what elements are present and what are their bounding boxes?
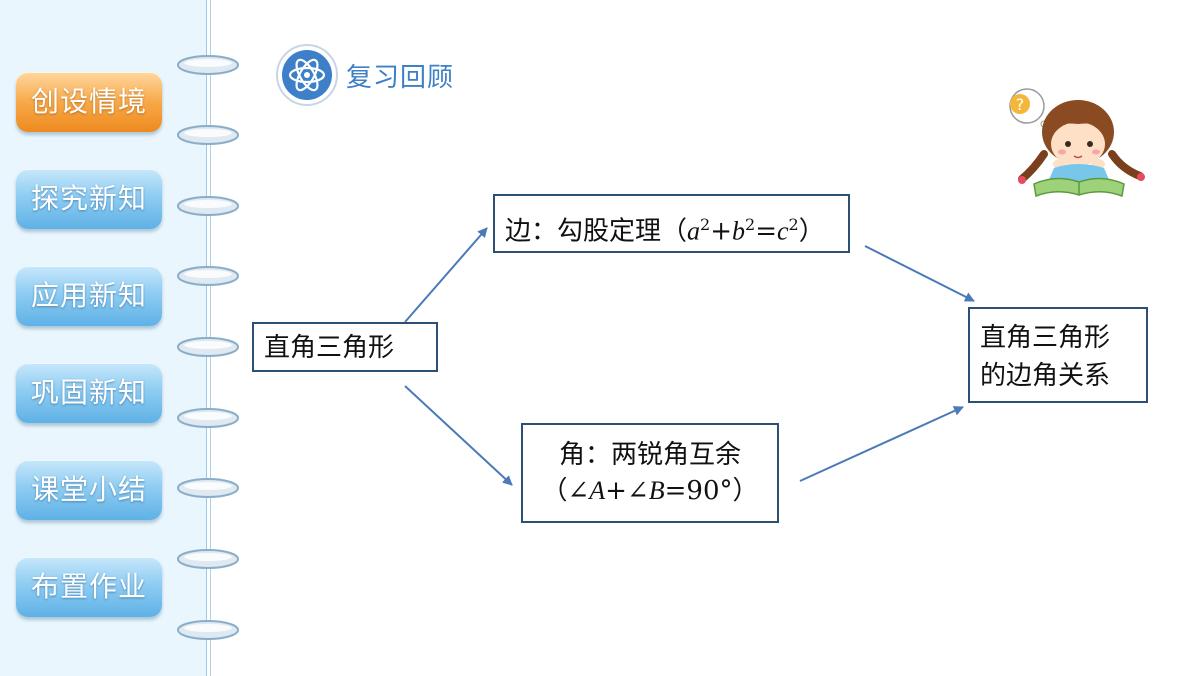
arrow-to-side xyxy=(404,227,488,323)
var-B: B xyxy=(648,476,665,505)
nav-item-apply-new[interactable]: 应用新知 xyxy=(16,266,162,326)
angle-symbol-a: ∠ xyxy=(567,476,590,506)
binding-ring-icon xyxy=(177,55,239,75)
node-angle-label: 角：两锐角互余 xyxy=(558,440,741,470)
node-angle-complementary: 角：两锐角互余 （∠A+∠B=90°） xyxy=(521,423,779,523)
arrow-to-angle xyxy=(404,385,513,486)
var-A: A xyxy=(589,476,606,505)
node-angle-formula: （∠A+∠B=90°） xyxy=(523,473,777,509)
nav-item-consolidate-new[interactable]: 巩固新知 xyxy=(16,363,162,423)
plus-sign-angle: + xyxy=(605,476,627,506)
binding-ring-icon xyxy=(177,408,239,428)
var-b: b xyxy=(732,216,745,246)
exp-b: 2 xyxy=(745,215,756,234)
binding-ring-icon xyxy=(177,266,239,286)
binding-ring-icon xyxy=(177,620,239,640)
nav-item-class-summary[interactable]: 课堂小结 xyxy=(16,460,162,520)
atom-icon xyxy=(276,44,338,106)
exp-a: 2 xyxy=(700,215,711,234)
plus-sign: + xyxy=(710,216,732,247)
equals-sign: = xyxy=(755,216,777,247)
var-a: a xyxy=(687,216,701,246)
angle-symbol-b: ∠ xyxy=(626,476,649,506)
side-prefix: 边：勾股定理（ xyxy=(505,216,688,247)
nav-item-create-situation[interactable]: 创设情境 xyxy=(16,72,162,132)
node-side-angle-relation: 直角三角形 的边角关系 xyxy=(968,307,1148,403)
arrow-side-to-result xyxy=(864,245,975,302)
equals-ninety: =90° xyxy=(664,476,733,506)
binding-ring-icon xyxy=(177,337,239,357)
question-mark: ? xyxy=(1016,95,1025,114)
nav-item-homework[interactable]: 布置作业 xyxy=(16,557,162,617)
binding-ring-icon xyxy=(177,125,239,145)
node-side-pythagorean: 边：勾股定理（a2+b2=c2） xyxy=(493,194,850,253)
binding-ring-icon xyxy=(177,478,239,498)
nav-item-explore-new[interactable]: 探究新知 xyxy=(16,169,162,229)
node-side-label: 边：勾股定理（a2+b2=c2） xyxy=(505,207,848,250)
binding-ring-icon xyxy=(177,196,239,216)
node-result-line1: 直角三角形 xyxy=(980,323,1111,353)
section-title: 复习回顾 xyxy=(346,63,455,93)
node-right-triangle-label: 直角三角形 xyxy=(264,333,395,363)
var-c: c xyxy=(776,216,789,246)
side-suffix: ） xyxy=(798,216,825,247)
node-right-triangle: 直角三角形 xyxy=(252,322,438,372)
open-paren: （ xyxy=(541,476,568,506)
close-paren: ） xyxy=(732,476,759,506)
exp-c: 2 xyxy=(788,215,799,234)
girl-reading-question-icon: ? xyxy=(1009,88,1145,198)
binding-ring-icon xyxy=(177,549,239,569)
arrow-angle-to-result xyxy=(799,406,964,482)
node-result-line2: 的边角关系 xyxy=(980,361,1111,391)
